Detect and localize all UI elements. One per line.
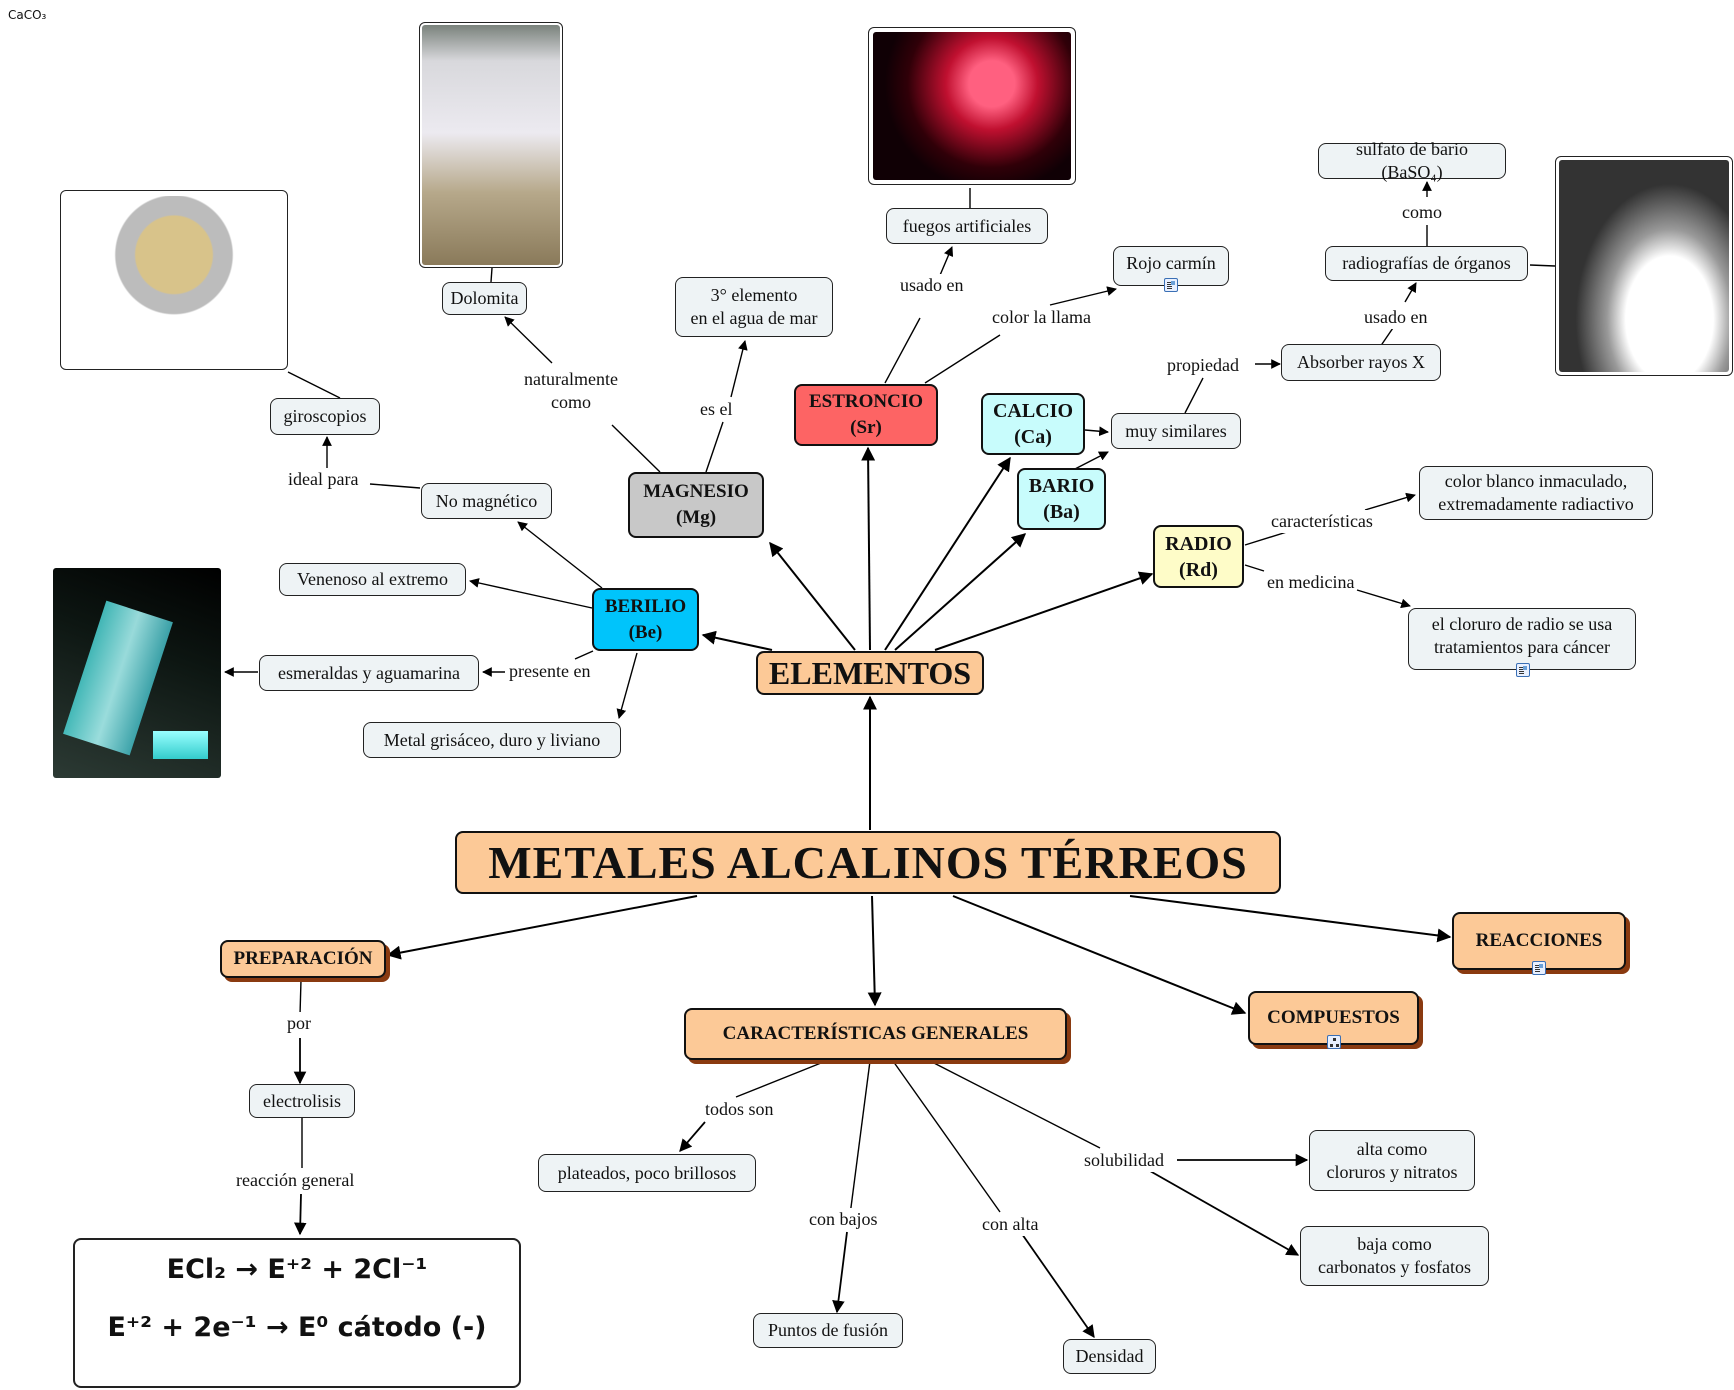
node-dolomita[interactable]: Dolomita bbox=[442, 282, 527, 315]
node-plateados[interactable]: plateados, poco brillosos bbox=[538, 1154, 756, 1192]
node-metal-grisaceo[interactable]: Metal grisáceo, duro y liviano bbox=[363, 722, 621, 758]
node-caracteristicas-generales[interactable]: CARACTERÍSTICAS GENERALES bbox=[684, 1008, 1067, 1060]
node-alta-como[interactable]: alta como cloruros y nitratos bbox=[1309, 1130, 1475, 1191]
node-densidad[interactable]: Densidad bbox=[1063, 1339, 1156, 1374]
label-ideal-para: ideal para bbox=[286, 468, 361, 491]
node-magnesio[interactable]: MAGNESIO (Mg) bbox=[628, 472, 764, 538]
label-propiedad: propiedad bbox=[1165, 354, 1241, 377]
label-solubilidad: solubilidad bbox=[1082, 1149, 1166, 1172]
dolomite-image bbox=[419, 22, 563, 268]
equation-line-1: ECl₂ → E⁺² + 2Cl⁻¹ bbox=[166, 1254, 428, 1285]
node-muy-similares[interactable]: muy similares bbox=[1111, 413, 1241, 449]
label-con-alta: con alta bbox=[980, 1213, 1041, 1236]
reaction-equation-box[interactable]: ECl₂ → E⁺² + 2Cl⁻¹ E⁺² + 2e⁻¹ → E⁰ cátod… bbox=[73, 1238, 521, 1388]
label-reaccion-general: reacción general bbox=[234, 1169, 357, 1192]
node-preparacion[interactable]: PREPARACIÓN bbox=[220, 940, 386, 978]
main-title[interactable]: METALES ALCALINOS TÉRREOS bbox=[455, 831, 1281, 894]
node-berilio[interactable]: BERILIO (Be) bbox=[592, 588, 699, 651]
label-todos-son: todos son bbox=[703, 1098, 776, 1121]
label-como: como bbox=[1400, 201, 1444, 224]
node-giroscopios[interactable]: giroscopios bbox=[270, 398, 380, 435]
label-por: por bbox=[285, 1012, 313, 1035]
document-icon[interactable] bbox=[1164, 278, 1178, 292]
node-tercer-elemento[interactable]: 3° elemento en el agua de mar bbox=[675, 277, 833, 337]
label-usado-en: usado en bbox=[898, 274, 966, 297]
node-cloruro-radio[interactable]: el cloruro de radio se usa tratamientos … bbox=[1408, 608, 1636, 670]
label-naturalmente-como: naturalmente como bbox=[522, 368, 620, 414]
node-color-blanco[interactable]: color blanco inmaculado, extremadamente … bbox=[1419, 466, 1653, 520]
node-puntos-fusion[interactable]: Puntos de fusión bbox=[753, 1313, 903, 1348]
gyroscope-image bbox=[60, 190, 288, 370]
label-caracteristicas: características bbox=[1269, 510, 1375, 533]
node-absorber-rayos-x[interactable]: Absorber rayos X bbox=[1281, 344, 1441, 381]
node-sulfato-bario[interactable]: sulfato de bario (BaSO₄) bbox=[1318, 139, 1506, 182]
node-electrolisis[interactable]: electrolisis bbox=[249, 1084, 355, 1118]
caption-text: CaCO₃ bbox=[8, 8, 47, 22]
aquamarine-image bbox=[53, 568, 221, 778]
document-icon[interactable] bbox=[1532, 961, 1546, 975]
node-elementos[interactable]: ELEMENTOS bbox=[756, 651, 984, 695]
node-bario[interactable]: BARIO (Ba) bbox=[1017, 468, 1106, 530]
label-en-medicina: en medicina bbox=[1265, 571, 1357, 594]
node-fuegos-artificiales[interactable]: fuegos artificiales bbox=[886, 208, 1048, 244]
label-con-bajos: con bajos bbox=[807, 1208, 880, 1231]
node-baja-como[interactable]: baja como carbonatos y fosfatos bbox=[1300, 1226, 1489, 1286]
fireworks-image bbox=[868, 27, 1076, 185]
equation-line-2: E⁺² + 2e⁻¹ → E⁰ cátodo (-) bbox=[107, 1312, 487, 1343]
node-radio[interactable]: RADIO (Rd) bbox=[1153, 525, 1244, 588]
node-venenoso[interactable]: Venenoso al extremo bbox=[279, 563, 466, 596]
node-radiografias[interactable]: radiografías de órganos bbox=[1325, 246, 1528, 281]
node-esmeraldas[interactable]: esmeraldas y aguamarina bbox=[259, 655, 479, 691]
label-usado-en: usado en bbox=[1362, 306, 1430, 329]
node-reacciones[interactable]: REACCIONES bbox=[1452, 912, 1626, 970]
xray-image bbox=[1555, 156, 1733, 376]
node-no-magnetico[interactable]: No magnético bbox=[421, 483, 552, 519]
concept-map-icon[interactable] bbox=[1327, 1035, 1341, 1049]
node-estroncio[interactable]: ESTRONCIO (Sr) bbox=[794, 384, 938, 446]
label-presente-en: presente en bbox=[507, 660, 593, 683]
node-calcio[interactable]: CALCIO (Ca) bbox=[981, 393, 1085, 455]
document-icon[interactable] bbox=[1516, 663, 1530, 677]
label-color-llama: color la llama bbox=[990, 306, 1093, 329]
label-es-el: es el bbox=[698, 398, 735, 421]
